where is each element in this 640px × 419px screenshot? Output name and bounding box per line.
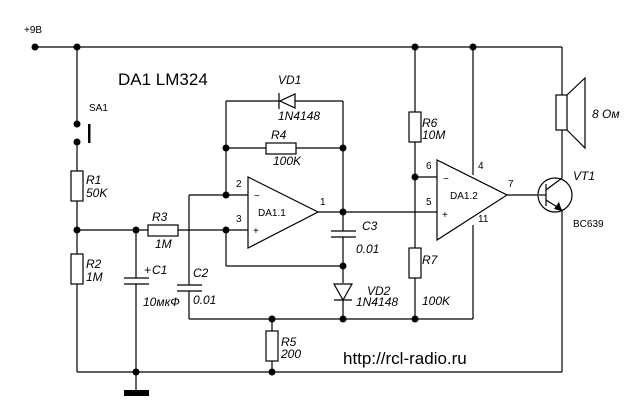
resistor-icon — [70, 170, 84, 202]
junction — [222, 191, 230, 199]
c2-ref: C2 — [193, 266, 209, 280]
speaker-icon — [555, 94, 568, 131]
capacitor-c1: + C1 10мкФ — [124, 263, 180, 309]
r5-ref: R5 — [281, 335, 297, 349]
junction — [132, 226, 140, 234]
r7-ref: R7 — [422, 253, 439, 267]
r7-value: 100K — [422, 294, 451, 308]
junction — [411, 173, 419, 181]
r4-ref: R4 — [271, 128, 287, 142]
junction — [411, 315, 419, 323]
resistor-r2: R2 1M — [70, 253, 103, 285]
diode-icon — [332, 283, 354, 302]
r6-value: 10M — [422, 128, 445, 142]
junction — [268, 368, 276, 376]
vd2-value: 1N4148 — [356, 295, 398, 309]
junction — [132, 368, 140, 376]
supply-terminal — [31, 43, 39, 51]
da1-2-pin6: 6 — [426, 161, 432, 172]
junction — [339, 315, 347, 323]
schematic-title: DA1 LM324 — [118, 70, 208, 89]
resistor-icon — [147, 224, 179, 237]
ground-icon — [124, 390, 149, 396]
opamp-da1-2: DA1.2 − + 6 5 4 11 7 — [426, 159, 514, 242]
wires — [35, 46, 563, 390]
diode-vd2: VD2 1N4148 — [332, 283, 398, 309]
da1-1-pin1: 1 — [320, 197, 326, 208]
resistor-r1: R1 50K — [70, 170, 108, 202]
resistor-r7: R7 100K — [408, 247, 451, 308]
speaker-value: 8 Ом — [592, 107, 620, 121]
da1-1-ref: DA1.1 — [258, 208, 286, 219]
c2-value: 0.01 — [193, 293, 216, 307]
resistor-icon — [265, 142, 297, 155]
resistor-r6: R6 10M — [408, 111, 445, 143]
resistor-icon — [408, 247, 422, 279]
da1-2-inv-sign: − — [443, 174, 449, 185]
da1-2-pin7: 7 — [508, 179, 514, 190]
r6-ref: R6 — [422, 116, 438, 130]
da1-1-pin2: 2 — [236, 179, 242, 190]
vd1-value: 1N4148 — [278, 109, 320, 123]
da1-1-inv-sign: − — [254, 191, 260, 202]
junction — [222, 226, 230, 234]
switch-sa1: SA1 — [73, 103, 108, 146]
opamp-da1-1: DA1.1 − + 2 3 1 — [236, 176, 326, 249]
c3-ref: C3 — [362, 219, 378, 233]
r2-ref: R2 — [86, 257, 102, 271]
junctions — [31, 43, 477, 376]
junction — [73, 43, 81, 51]
c1-ref: C1 — [152, 263, 167, 277]
opamp-icon — [247, 176, 320, 249]
r4-value: 100K — [273, 154, 302, 168]
r2-value: 1M — [86, 270, 103, 284]
da1-1-pin3: 3 — [236, 214, 242, 225]
resistor-r4: R4 100K — [265, 128, 302, 168]
junction — [339, 144, 347, 152]
r3-ref: R3 — [152, 210, 168, 224]
da1-2-pin4: 4 — [478, 161, 484, 172]
capacitor-c2: C2 0.01 — [177, 266, 216, 307]
vt1-ref: VT1 — [573, 169, 595, 183]
transistor-vt1: VT1 BC639 — [537, 169, 604, 230]
junction — [268, 315, 276, 323]
resistor-icon — [70, 253, 84, 285]
sa1-label: SA1 — [89, 103, 108, 114]
junction — [339, 262, 347, 270]
r1-value: 50K — [86, 186, 108, 200]
r5-value: 200 — [280, 347, 301, 361]
junction — [73, 226, 81, 234]
junction — [339, 208, 347, 216]
da1-2-ref: DA1.2 — [450, 191, 478, 202]
speaker: 8 Ом — [555, 76, 620, 150]
diode-vd1: VD1 1N4148 — [278, 73, 320, 123]
vd2-ref: VD2 — [367, 284, 391, 298]
vd1-ref: VD1 — [278, 73, 301, 87]
switch-contact-icon — [88, 124, 91, 143]
da1-1-noninv-sign: + — [253, 226, 259, 237]
c1-polarity: + — [144, 263, 151, 277]
c1-value: 10мкФ — [143, 295, 180, 309]
da1-2-pin11: 11 — [478, 214, 489, 225]
resistor-r3: R3 1M — [147, 210, 179, 251]
da1-2-pin5: 5 — [426, 197, 432, 208]
junction — [411, 43, 419, 51]
c3-value: 0.01 — [356, 242, 379, 256]
junction — [222, 144, 230, 152]
supply-label: +9В — [24, 25, 42, 36]
junction — [469, 43, 477, 51]
resistor-icon — [408, 111, 422, 143]
da1-2-noninv-sign: + — [442, 210, 448, 221]
vt1-value: BC639 — [573, 219, 604, 230]
diode-icon — [278, 93, 296, 109]
r3-value: 1M — [155, 237, 172, 251]
website-url: http://rcl-radio.ru — [343, 349, 467, 368]
r1-ref: R1 — [86, 173, 101, 187]
capacitor-c3: C3 0.01 — [331, 219, 379, 256]
resistor-icon — [265, 330, 279, 362]
opamp-icon — [436, 159, 509, 242]
resistor-r5: R5 200 — [265, 330, 301, 362]
